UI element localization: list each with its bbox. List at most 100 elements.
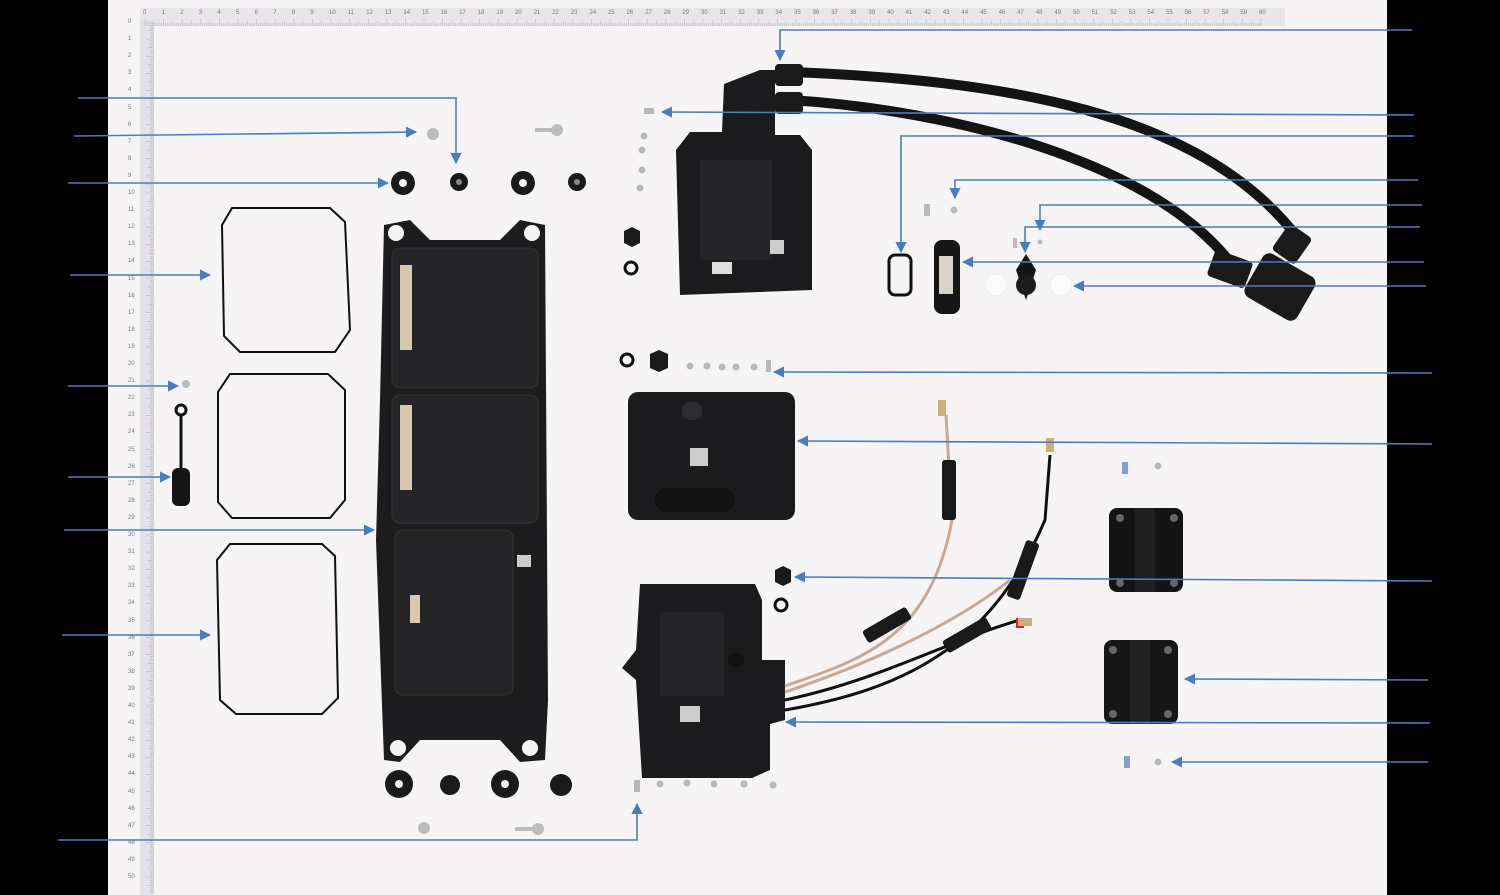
ruler-label: 23	[128, 412, 135, 419]
ruler-label: 45	[128, 788, 135, 795]
cable-gland-low	[775, 566, 791, 586]
ruler-label: 3	[198, 10, 203, 16]
ruler-label: 55	[1166, 10, 1173, 16]
ruler-label: 39	[128, 685, 135, 692]
ruler-label: 52	[1110, 10, 1117, 16]
small-oring	[887, 253, 913, 297]
oring-small-mid	[619, 352, 635, 368]
ruler-label: 10	[128, 190, 135, 196]
ruler-label: 17	[128, 309, 135, 316]
ruler-label: 60	[1259, 10, 1266, 16]
ruler-label: 37	[128, 651, 135, 658]
ruler-label: 21	[128, 378, 135, 385]
ruler-label: 44	[128, 771, 135, 778]
ruler-label: 50	[128, 874, 135, 880]
ruler-label: 48	[1035, 10, 1043, 16]
thumb-screws-bottom	[418, 822, 544, 835]
ruler-label: 7	[273, 10, 277, 16]
ruler-label: 46	[998, 10, 1006, 16]
lens-cover-2	[1049, 273, 1073, 297]
ruler-label: 14	[403, 10, 411, 16]
ruler-label: 27	[128, 480, 135, 487]
ruler-label: 50	[1073, 10, 1080, 16]
ruler-label: 22	[552, 10, 559, 16]
ruler-label: 23	[570, 10, 578, 16]
oring-small-low	[773, 597, 789, 613]
ruler-label: 9	[128, 172, 132, 179]
ruler-label: 21	[533, 10, 541, 16]
ruler-label: 24	[128, 429, 135, 436]
data-connector	[934, 240, 960, 314]
ruler-label: 46	[128, 805, 135, 812]
cable-connectors	[775, 64, 1316, 321]
ruler-label: 40	[887, 10, 894, 16]
connector-screws	[924, 204, 1043, 248]
ruler-label: 6	[254, 10, 258, 16]
ruler-label: 36	[128, 634, 135, 641]
ruler-label: 25	[608, 10, 615, 16]
ruler-label: 16	[128, 292, 135, 299]
ruler-label: 9	[310, 10, 314, 16]
ruler-label: 1	[161, 10, 165, 16]
ruler-label: 33	[128, 583, 135, 590]
ruler-vertical	[140, 20, 154, 895]
antenna-connectors	[862, 400, 1054, 653]
ruler-label: 44	[961, 10, 969, 16]
ruler-label: 26	[128, 463, 135, 470]
ruler-label: 28	[128, 497, 135, 504]
cable-harness	[785, 67, 1303, 267]
ruler-label: 38	[849, 10, 857, 16]
ruler-label: 25	[128, 446, 135, 453]
ruler-label: 18	[128, 326, 135, 333]
ruler-label: 37	[831, 10, 838, 16]
ruler-label: 42	[924, 10, 931, 16]
ruler-label: 41	[905, 10, 913, 16]
oring-small-top	[623, 260, 639, 276]
ruler-label: 30	[701, 10, 708, 16]
ruler-label: 16	[440, 10, 448, 16]
ruler-label: 31	[128, 549, 135, 556]
ruler-label: 6	[128, 121, 132, 128]
main-frame	[376, 220, 548, 762]
ruler-label: 1	[128, 36, 132, 43]
ruler-label: 49	[1054, 10, 1062, 16]
grommets-top	[391, 171, 586, 195]
coax-cables	[784, 414, 1052, 712]
ruler-label: 15	[422, 10, 429, 16]
ruler-label: 34	[128, 600, 135, 607]
ruler-label: 19	[128, 343, 135, 350]
grommets-bottom	[385, 770, 572, 798]
ruler-label: 14	[128, 258, 135, 265]
ruler-horizontal	[140, 8, 1285, 26]
ruler-label: 0	[143, 10, 147, 16]
mount-bracket-2	[1104, 640, 1178, 724]
ruler-label: 36	[812, 10, 820, 16]
ruler-label: 15	[128, 275, 135, 282]
ruler-label: 7	[128, 138, 132, 145]
ruler-label: 24	[589, 10, 597, 16]
ruler-label: 13	[128, 241, 135, 248]
ruler-label: 49	[128, 856, 135, 863]
ruler-label: 17	[459, 10, 466, 16]
cable-gland-mid	[650, 350, 668, 372]
mount-bracket-1	[1109, 508, 1183, 592]
ruler-label: 42	[128, 737, 135, 744]
screw-small	[182, 380, 190, 388]
ruler-label: 35	[794, 10, 801, 16]
ruler-label: 35	[128, 617, 135, 624]
screws-nuts-top	[636, 108, 654, 192]
ruler-label: 30	[128, 532, 135, 538]
ruler-label: 26	[626, 10, 634, 16]
ruler-label: 3	[128, 70, 132, 77]
round-connector	[1016, 254, 1036, 300]
gasket-1	[220, 207, 352, 353]
module-top	[676, 70, 812, 295]
module-middle	[628, 392, 795, 520]
ruler-label: 32	[128, 566, 135, 573]
screw-row-bottom	[634, 779, 777, 792]
ruler-label: 5	[236, 10, 240, 16]
ruler-label: 22	[128, 395, 135, 402]
ruler-label: 58	[1221, 10, 1229, 16]
gasket-2	[217, 373, 346, 519]
